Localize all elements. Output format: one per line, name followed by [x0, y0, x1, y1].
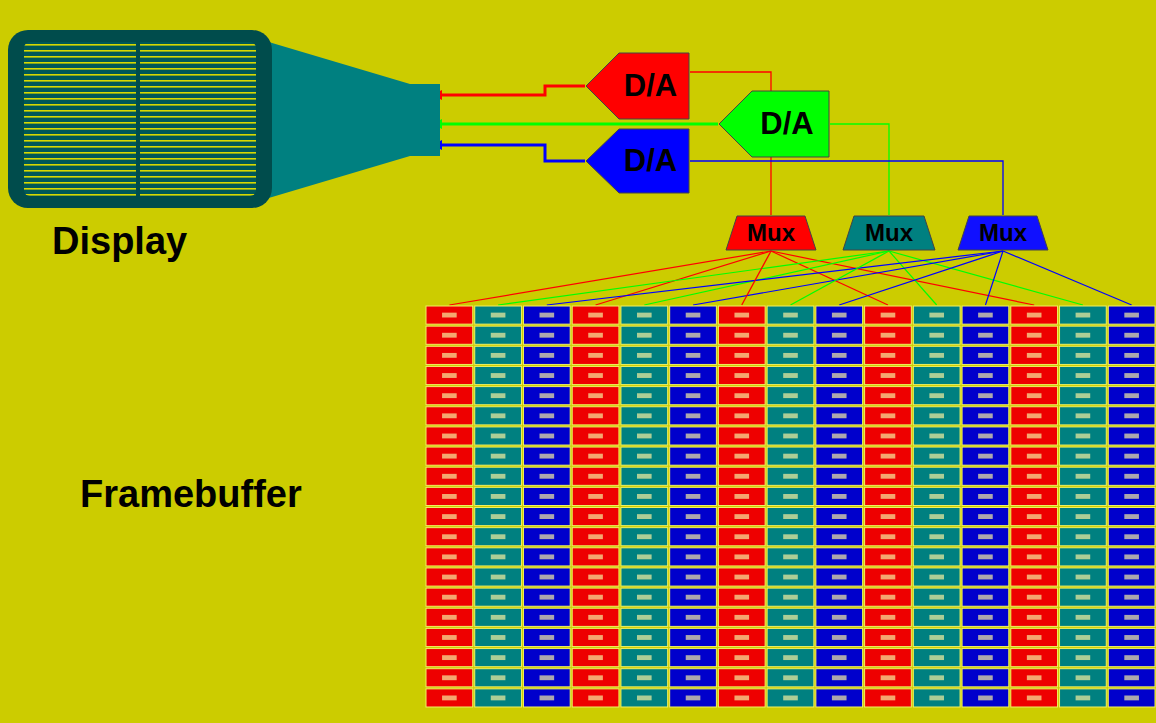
block-label: Mux — [979, 219, 1027, 247]
mux-fan-wire — [1003, 251, 1132, 305]
mux-fan-wire — [985, 251, 1003, 305]
dac-blue: D/A — [585, 128, 690, 194]
mux-fan-wire — [498, 251, 889, 305]
mux-teal: Mux — [842, 215, 936, 251]
dac-green: D/A — [718, 90, 830, 158]
mux-fan-wire — [644, 251, 889, 305]
part-label: Framebuffer — [80, 473, 302, 516]
data-wire — [839, 251, 1003, 305]
block-label: Mux — [747, 219, 795, 247]
crt-display: Display — [0, 0, 440, 275]
mux-red: Mux — [725, 215, 817, 251]
block-label: D/A — [760, 106, 813, 142]
mux-fan-wire — [547, 251, 1003, 305]
data-wire — [830, 124, 889, 215]
block-label: Mux — [865, 219, 913, 247]
signal-arrow — [440, 145, 585, 161]
mux-fan-wire — [889, 251, 1083, 305]
mux-fan-wire — [771, 251, 1034, 305]
mux-blue: Mux — [957, 215, 1049, 251]
mux-fan-wire — [693, 251, 1003, 305]
block-label: D/A — [624, 143, 677, 179]
signal-arrow — [440, 86, 585, 95]
signal-arrow — [440, 123, 718, 126]
part-label: Display — [52, 220, 187, 263]
framebuffer: Framebuffer — [60, 305, 1156, 708]
block-label: D/A — [624, 68, 677, 104]
data-wire — [791, 251, 890, 305]
data-wire — [742, 251, 771, 305]
dac-red: D/A — [585, 52, 690, 120]
data-wire — [690, 161, 1003, 215]
